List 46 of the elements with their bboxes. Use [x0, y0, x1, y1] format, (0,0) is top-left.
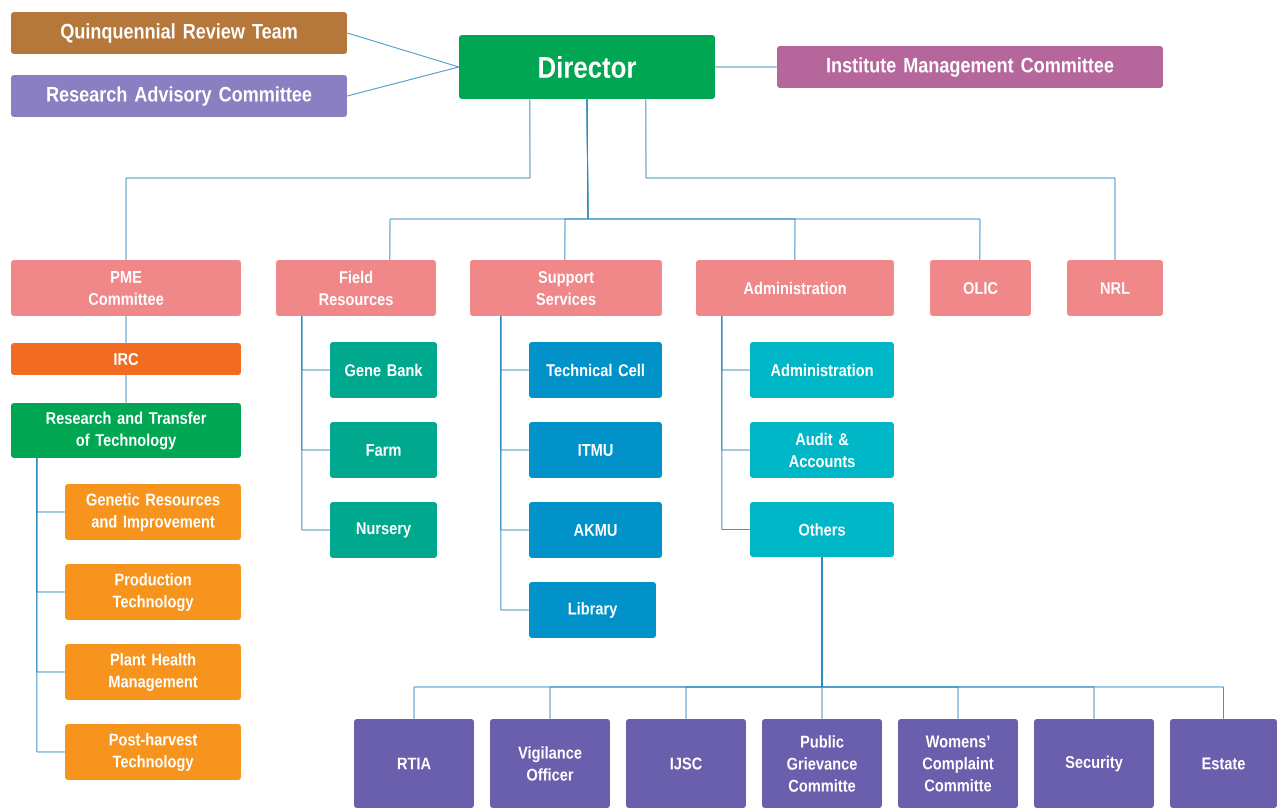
committee-box: Institute Management Committee [777, 46, 1163, 88]
unit-box: PME Committee [11, 260, 241, 316]
unit-box: Support Services [470, 260, 662, 316]
division-box: Production Technology [65, 564, 241, 620]
section-box: Gene Bank [330, 342, 437, 398]
committee-box: IJSC [626, 719, 746, 808]
connector-line [346, 32, 460, 68]
section-box: ITMU [529, 422, 662, 478]
unit-box: NRL [1067, 260, 1163, 316]
connector-line [346, 66, 460, 97]
section-box: Library [529, 582, 656, 638]
section-box: Technical Cell [529, 342, 662, 398]
unit-box: Field Resources [276, 260, 436, 316]
section-box: AKMU [529, 502, 662, 558]
unit-box: Administration [696, 260, 894, 316]
division-box: Genetic Resources and Improvement [65, 484, 241, 540]
director-box: Director [459, 35, 715, 99]
connector-line [36, 457, 66, 753]
unit-box: OLIC [930, 260, 1031, 316]
committee-box: RTIA [354, 719, 474, 808]
committee-box: Research Advisory Committee [11, 75, 347, 117]
committee-box: Quinquennial Review Team [11, 12, 347, 54]
section-box: Audit & Accounts [750, 422, 894, 478]
connector-line [586, 98, 981, 261]
connector-line [500, 315, 530, 611]
section-box: Farm [330, 422, 437, 478]
committee-box: Estate [1170, 719, 1277, 808]
unit-box: Research and Transfer of Technology [11, 403, 241, 458]
connector-line [714, 66, 778, 68]
section-box: Nursery [330, 502, 437, 558]
division-box: Post-harvest Technology [65, 724, 241, 780]
unit-box: IRC [11, 343, 241, 375]
connector-line [125, 315, 127, 344]
connector-line [721, 315, 751, 530]
committee-box: Security [1034, 719, 1154, 808]
section-box: Administration [750, 342, 894, 398]
connector-line [301, 315, 331, 531]
connector-line [125, 374, 127, 404]
division-box: Plant Health Management [65, 644, 241, 700]
connector-line [645, 98, 1116, 261]
connector-line [821, 556, 1224, 720]
committee-box: Vigilance Officer [490, 719, 610, 808]
connector-line [125, 98, 531, 261]
section-box: Others [750, 502, 894, 557]
committee-box: Public Grievance Committe [762, 719, 882, 808]
committee-box: Womens’ Complaint Committe [898, 719, 1018, 808]
